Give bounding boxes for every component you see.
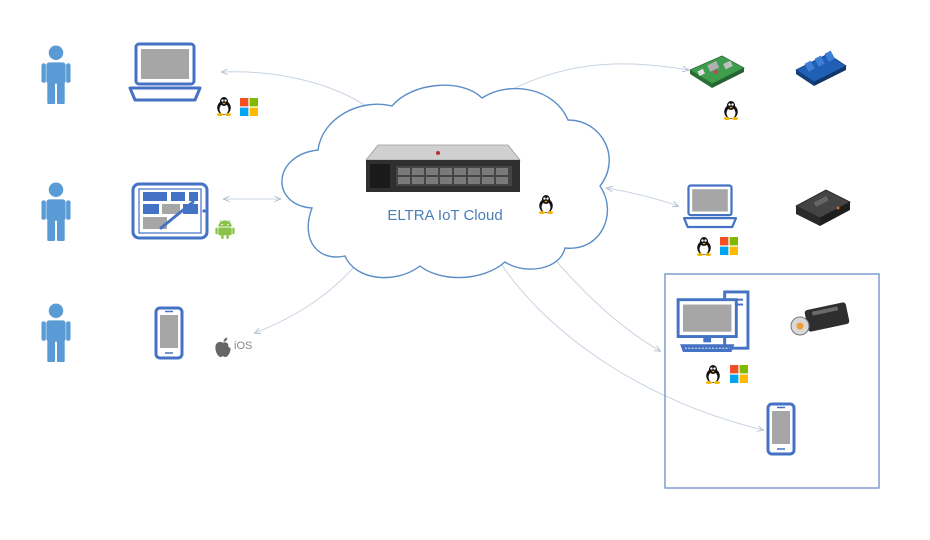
motion-controller-icon (795, 189, 851, 226)
arrow-cloud-laptop-right (607, 188, 678, 206)
linux-icon (723, 101, 739, 120)
person-icon (41, 303, 71, 363)
linux-icon (216, 97, 232, 116)
arrow-cloud-phone-right (492, 250, 763, 430)
cloud-label: ELTRA IoT Cloud (387, 207, 503, 224)
laptop-icon (128, 42, 202, 102)
raspberry-pi-icon (689, 55, 745, 88)
smartphone-icon (154, 306, 184, 360)
arrow-cloud-raspberry (500, 63, 688, 96)
linux-icon (696, 237, 712, 256)
arrow-cloud-laptop (222, 72, 372, 110)
smartphone-icon (766, 402, 796, 456)
windows-icon (720, 237, 738, 255)
ios-label: iOS (234, 340, 253, 352)
desktop-pc-icon (676, 290, 750, 354)
android-icon (215, 219, 235, 240)
apple-icon (215, 337, 231, 358)
tablet-icon (131, 182, 209, 240)
relay-board-icon (795, 50, 847, 86)
servo-motor-icon (790, 302, 850, 336)
local-device-group (664, 273, 880, 489)
person-icon (41, 182, 71, 242)
server-icon (365, 144, 521, 192)
linux-icon (705, 365, 721, 384)
windows-icon (240, 98, 258, 116)
person-icon (41, 45, 71, 105)
windows-icon (730, 365, 748, 383)
laptop-icon (682, 184, 738, 229)
